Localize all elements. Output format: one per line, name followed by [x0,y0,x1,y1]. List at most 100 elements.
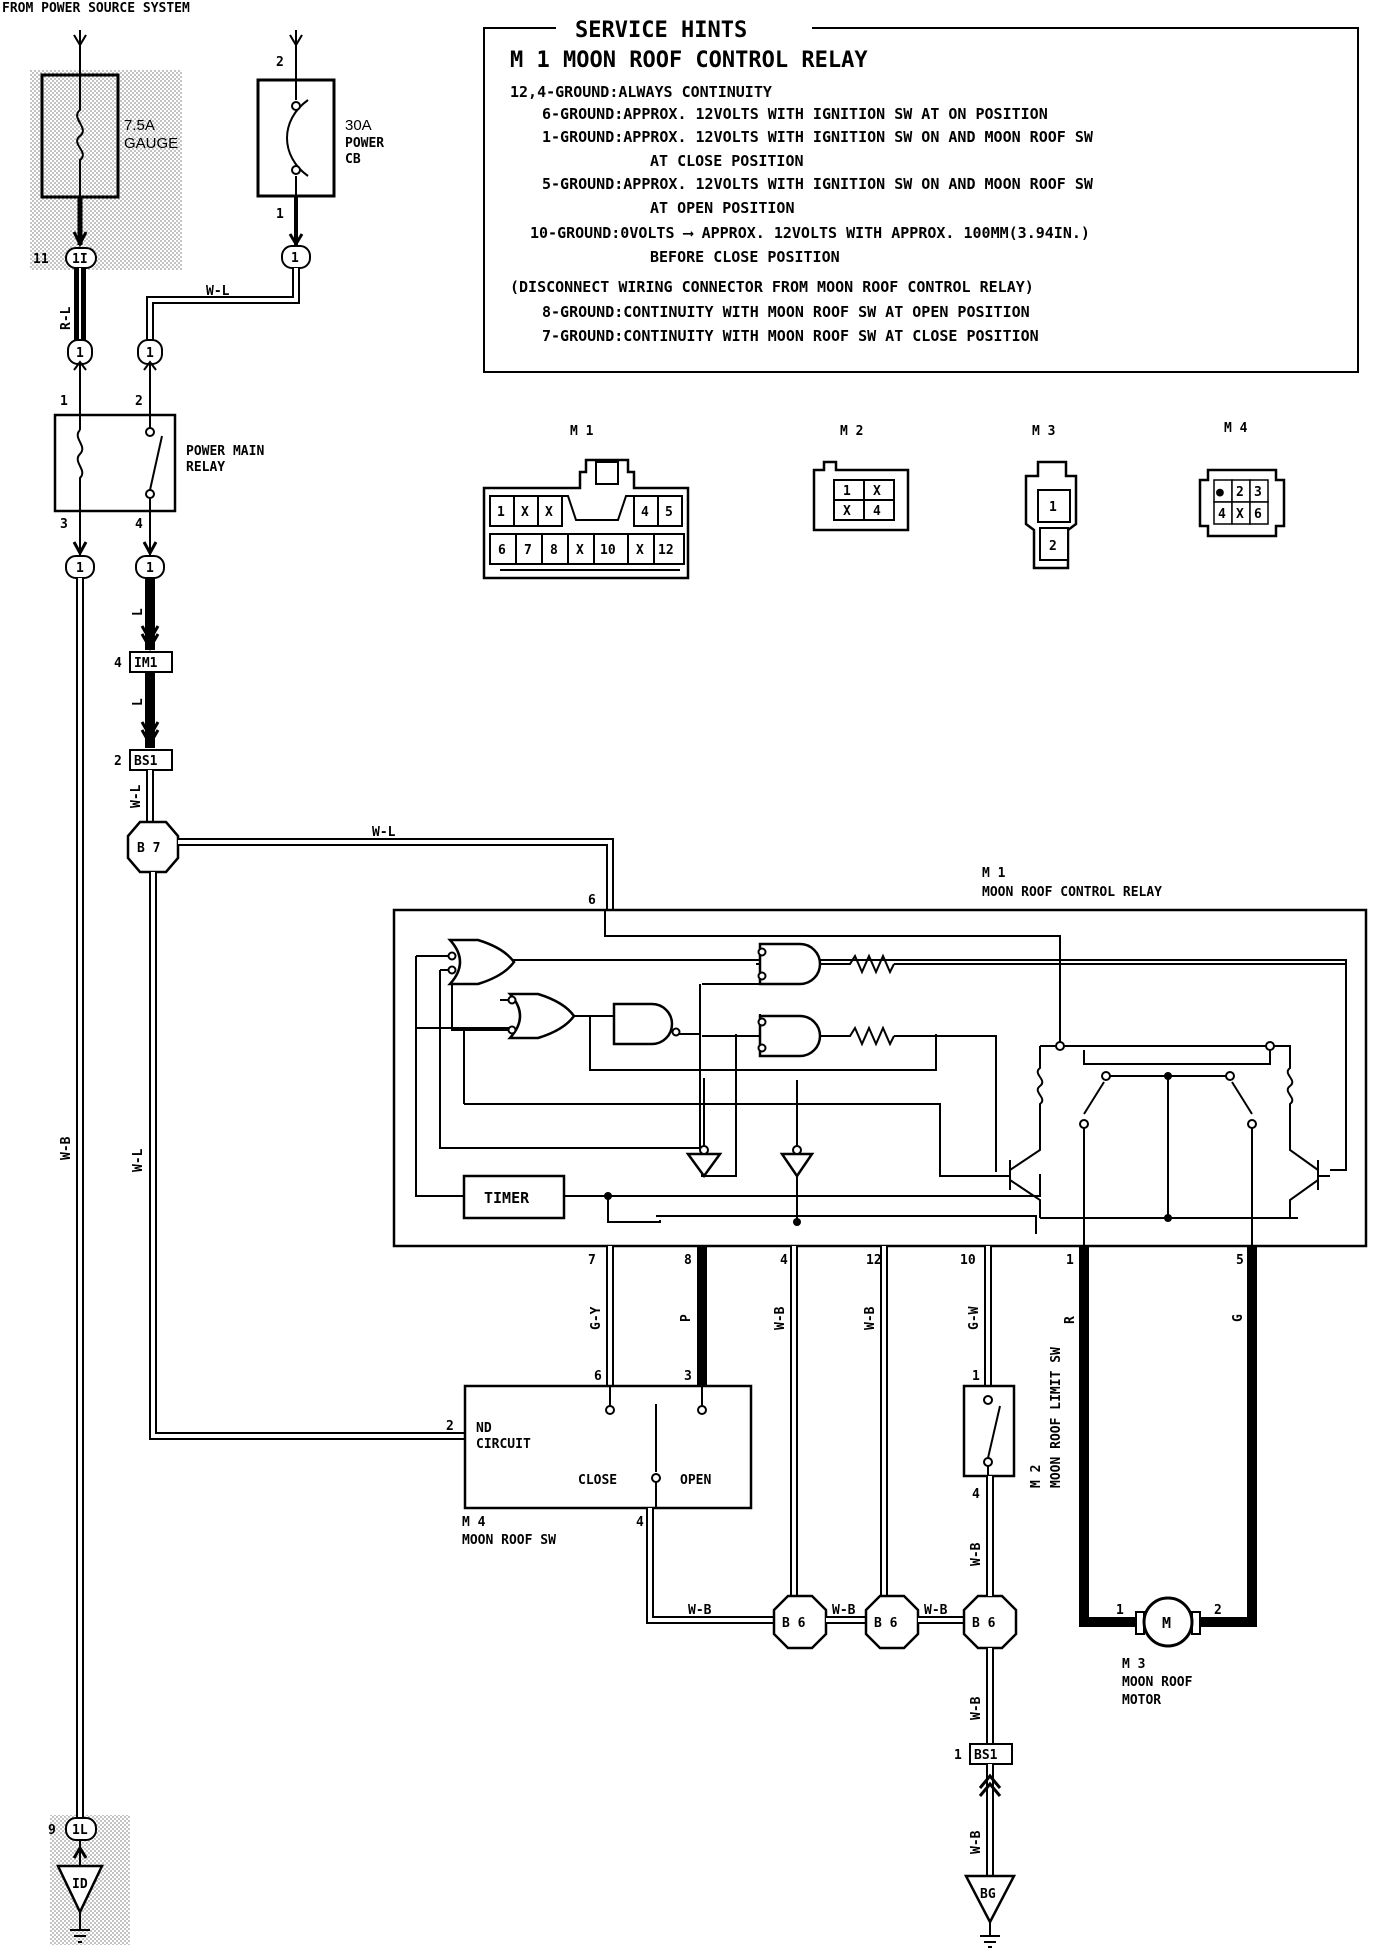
svg-text:X: X [576,543,584,558]
connector-B6-3 [962,1594,1018,1650]
svg-text:2: 2 [1049,539,1057,554]
svg-text:B 7: B 7 [137,841,160,856]
relay-switch [149,435,163,491]
svg-text:IM1: IM1 [134,656,158,671]
svg-text:2: 2 [1236,485,1244,500]
hint-line-6: AT OPEN POSITION [650,199,795,217]
wire-color-r: R [1063,1316,1078,1324]
wire-color-wl-top: W-L [206,284,230,299]
svg-text:X: X [843,504,851,519]
connector-m1-row1: 1 X X 4 5 [489,495,683,527]
svg-text:1: 1 [972,1369,980,1384]
svg-text:6: 6 [588,893,596,908]
wire-color-g: G [1231,1314,1246,1322]
svg-text:2: 2 [446,1419,454,1434]
connector-m1-label: M 1 [570,424,594,439]
wire-color-wl-3: W-L [129,784,144,808]
svg-text:1: 1 [76,346,84,361]
and-gate-2 [612,1002,674,1046]
svg-text:1L: 1L [72,1823,88,1838]
wire-color-wb-bg: W-B [969,1830,984,1854]
svg-text:6: 6 [498,543,506,558]
svg-text:3: 3 [684,1369,692,1384]
hint-line-5: 5-GROUND:APPROX. 12VOLTS WITH IGNITION S… [542,175,1094,193]
resistor-2 [820,1025,895,1047]
svg-text:●: ● [1216,485,1224,500]
svg-text:12: 12 [658,543,674,558]
output-relay-coil-right [1286,1060,1294,1116]
svg-text:1: 1 [146,346,154,361]
output-switch-left [1083,1081,1105,1115]
wire-color-wb-4: W-B [773,1306,788,1330]
transistor-left [996,1116,1041,1218]
or-gate-1 [447,938,516,986]
hint-line-8: BEFORE CLOSE POSITION [650,248,840,266]
motor-name1: MOON ROOF [1122,1675,1193,1690]
svg-text:4: 4 [780,1253,788,1268]
sw-nd-label: ND [476,1421,492,1436]
sw-close-label: CLOSE [578,1473,617,1488]
svg-text:4: 4 [873,504,881,519]
inverter-1 [685,1152,723,1179]
sw-open-label: OPEN [680,1473,711,1488]
svg-text:5: 5 [1236,1253,1244,1268]
svg-text:6: 6 [1254,507,1262,522]
service-hints-subtitle: M 1 MOON ROOF CONTROL RELAY [510,48,868,73]
svg-text:ID: ID [72,1877,88,1892]
relay-name1: POWER MAIN [186,444,264,459]
breaker-element [286,99,309,177]
gauge-fuse-shade [30,70,182,270]
sw-circuit-label: CIRCUIT [476,1437,531,1452]
wire-color-wl-4: W-L [372,825,396,840]
svg-text:B 6: B 6 [972,1616,996,1631]
motor-symbol: M [1162,1614,1171,1632]
svg-text:8: 8 [550,543,558,558]
svg-text:TIMER: TIMER [484,1189,530,1207]
moon-roof-sw-id: M 4 [462,1515,486,1530]
svg-text:X: X [521,505,529,520]
service-hints-title: SERVICE HINTS [575,18,747,43]
hint-line-3: 1-GROUND:APPROX. 12VOLTS WITH IGNITION S… [542,128,1094,146]
wire-color-wb-left: W-B [59,1136,74,1160]
and-gate-3 [758,1014,822,1058]
wire-color-rl: R-L [59,306,74,330]
svg-text:X: X [873,484,881,499]
svg-text:3: 3 [1254,485,1262,500]
relay-coil [76,429,84,490]
svg-text:1: 1 [843,484,851,499]
limit-sw-lever [987,1405,1001,1459]
connector-m1-row2: 6 7 8 X 10 X 12 [489,533,685,565]
svg-text:4: 4 [641,505,649,520]
svg-text:1: 1 [1049,500,1057,515]
pin-2-bs1: 2 [114,754,122,769]
svg-text:1: 1 [291,251,299,266]
svg-text:2: 2 [135,394,143,409]
svg-text:BS1: BS1 [134,754,158,769]
service-hints-box [483,27,1359,373]
cb-rating: 30A [345,117,372,134]
connector-m3-label: M 3 [1032,424,1055,439]
svg-text:7: 7 [524,543,532,558]
svg-text:10: 10 [600,543,616,558]
svg-text:1: 1 [1116,1603,1124,1618]
moon-roof-motor [1142,1596,1194,1648]
svg-text:1: 1 [497,505,505,520]
pin-4-im1: 4 [114,656,122,671]
svg-text:1: 1 [146,561,154,576]
pin-1-bs1: 1 [954,1748,962,1763]
ground-BG [963,1874,1017,1925]
connector-B6-2 [864,1594,920,1650]
hint-line-9: (DISCONNECT WIRING CONNECTOR FROM MOON R… [510,278,1034,296]
inverter-2 [779,1152,815,1179]
svg-text:4: 4 [1218,507,1226,522]
wire-color-wb-sw: W-B [688,1603,712,1618]
svg-text:12: 12 [866,1253,882,1268]
wire-color-l-2: L [131,698,146,706]
motor-id: M 3 [1122,1657,1145,1672]
motor-name2: MOTOR [1122,1693,1161,1708]
wire-color-wb-b6b: W-B [924,1603,948,1618]
limit-sw-name: MOON ROOF LIMIT SW [1049,1347,1064,1488]
hint-line-10: 8-GROUND:CONTINUITY WITH MOON ROOF SW AT… [542,303,1030,321]
svg-text:4: 4 [636,1515,644,1530]
